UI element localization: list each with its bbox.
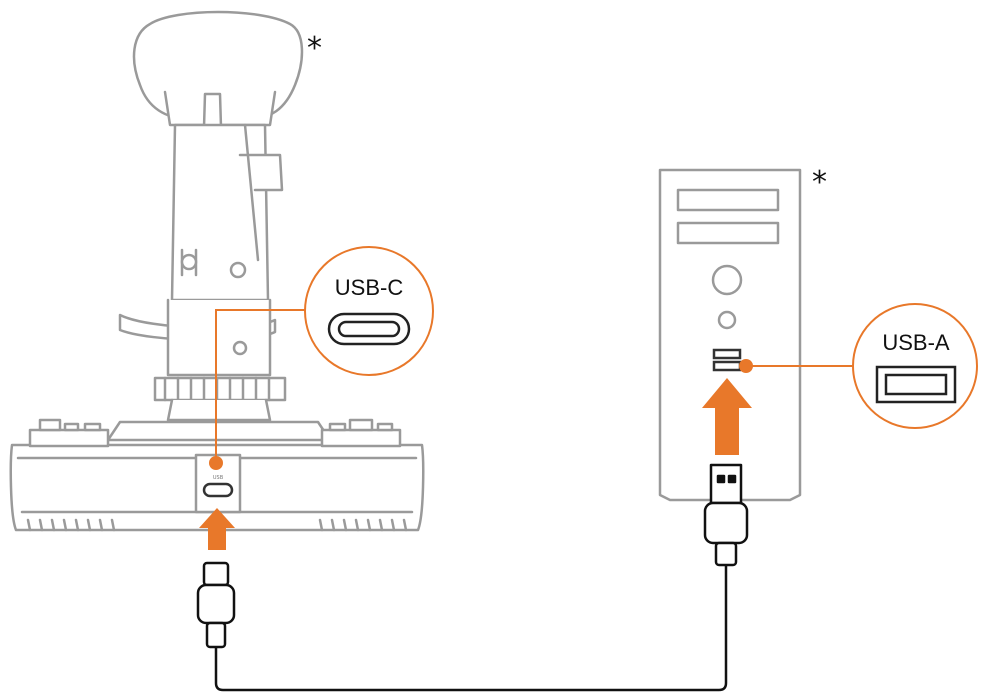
cable-wire [214,565,728,692]
usb-c-plug [196,561,236,649]
joystick-illustration [9,10,425,532]
usb-a-callout: USB-A [739,303,978,429]
usb-a-label: USB-A [882,330,950,355]
usb-a-plug [703,463,749,567]
computer-tower-illustration [658,168,802,502]
joystick-usb-c-port [202,482,234,498]
arrow-up-to-usb-c-port [199,508,235,550]
arrow-up-to-usb-a-port [702,378,752,455]
computer-footnote-mark: * [812,165,827,200]
joystick-footnote-mark: * [307,31,322,66]
usb-c-label: USB-C [335,275,404,300]
joystick-port-tag: USB [213,475,224,481]
usb-c-callout: USB-C [209,246,434,470]
